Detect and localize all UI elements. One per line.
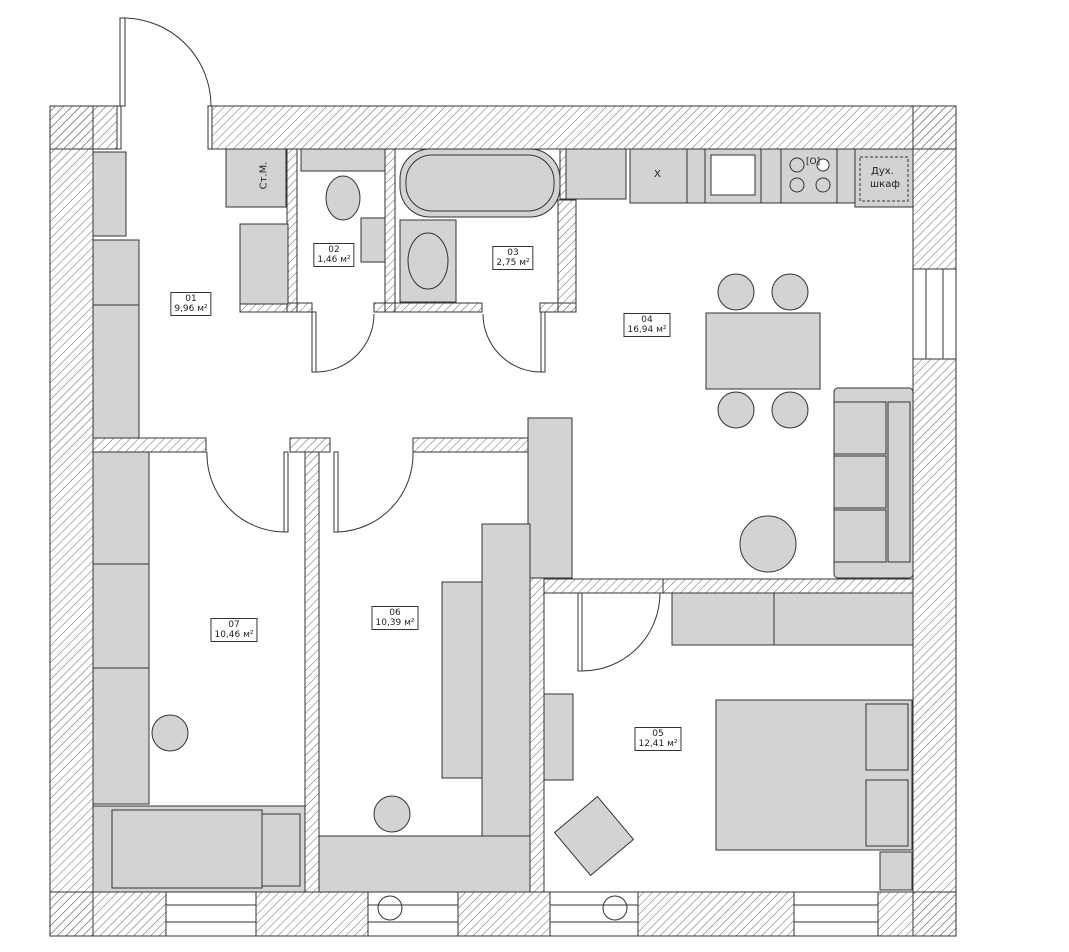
doors bbox=[116, 17, 661, 672]
furniture bbox=[92, 148, 914, 893]
stove-icon bbox=[789, 157, 831, 193]
windows bbox=[165, 268, 957, 937]
plant-icon bbox=[377, 895, 628, 921]
outer-walls bbox=[49, 105, 957, 937]
